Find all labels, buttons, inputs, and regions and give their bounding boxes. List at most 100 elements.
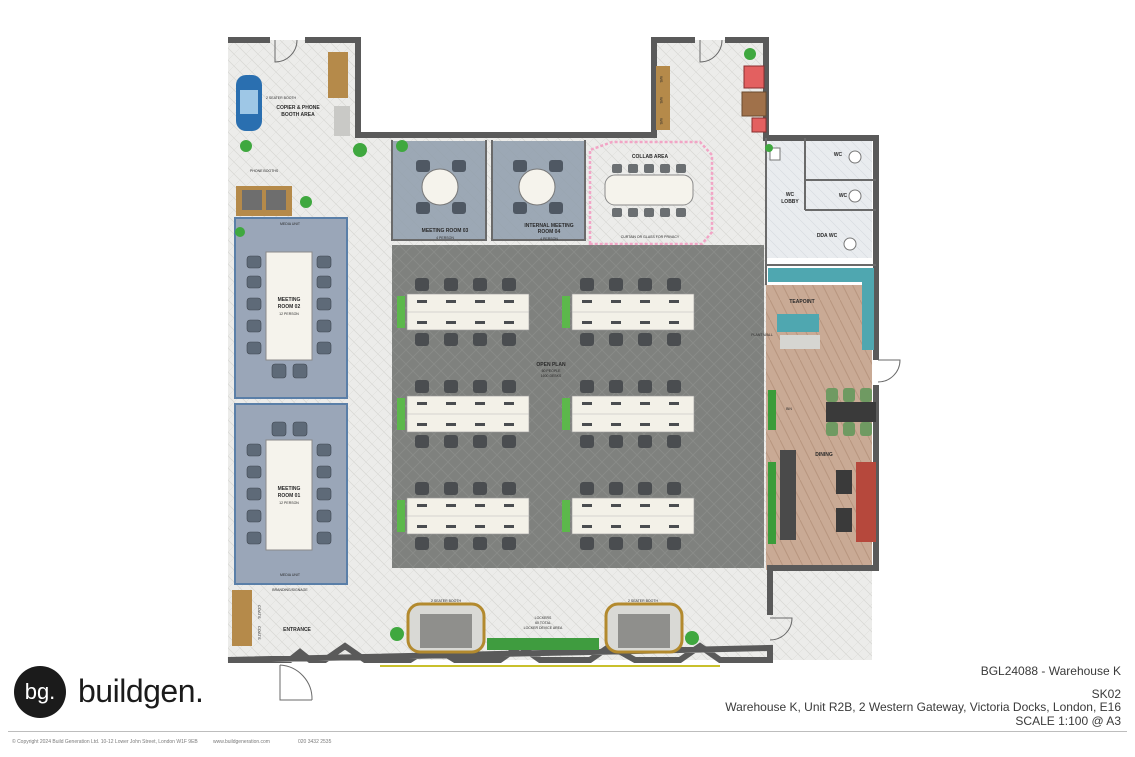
footer-phone: 020 3432 2535 bbox=[298, 739, 332, 745]
label-media-unit-2: MEDIA UNIT bbox=[280, 573, 301, 577]
desk-chair bbox=[444, 482, 458, 495]
desk-planter bbox=[562, 500, 570, 532]
desk-chair bbox=[638, 537, 652, 550]
desk-chair bbox=[580, 537, 594, 550]
desk-chair bbox=[638, 278, 652, 291]
sheet-number: SK02 bbox=[1091, 687, 1121, 701]
desk-monitor bbox=[640, 402, 650, 405]
desk-monitor bbox=[611, 402, 621, 405]
desk-chair bbox=[444, 380, 458, 393]
label-dda-wc: DDA WC bbox=[817, 233, 838, 239]
desk-monitor bbox=[669, 423, 679, 426]
desk-monitor bbox=[417, 423, 427, 426]
desk-chair bbox=[415, 482, 429, 495]
drawing-scale: SCALE 1:100 @ A3 bbox=[1015, 714, 1121, 728]
desk-monitor bbox=[475, 402, 485, 405]
desk-monitor bbox=[417, 321, 427, 324]
desk-chair bbox=[638, 380, 652, 393]
desk-monitor bbox=[504, 525, 514, 528]
label-mr02: MEETING bbox=[278, 297, 301, 303]
desk-monitor bbox=[475, 423, 485, 426]
label-collab: COLLAB AREA bbox=[632, 154, 669, 160]
desk-monitor bbox=[504, 300, 514, 303]
footer-copyright: © Copyright 2024 Build Generation Ltd. 1… bbox=[12, 739, 198, 745]
desk-chair bbox=[502, 333, 516, 346]
meeting-room-04 bbox=[493, 141, 584, 239]
label-wc-lobby-2: LOBBY bbox=[781, 199, 799, 205]
desk-monitor bbox=[446, 504, 456, 507]
footer-website: www.buildgeneration.com bbox=[213, 739, 270, 745]
desk-monitor bbox=[582, 402, 592, 405]
desk-monitor bbox=[417, 525, 427, 528]
label-collab-note: CURTAIN OR GLASS FOR PRIVACY bbox=[621, 235, 680, 239]
desk-chair bbox=[609, 380, 623, 393]
desk-chair bbox=[473, 380, 487, 393]
desk-monitor bbox=[611, 525, 621, 528]
storage-crates bbox=[741, 65, 767, 133]
label-media-unit: MEDIA UNIT bbox=[280, 222, 301, 226]
desk-chair bbox=[667, 537, 681, 550]
label-open-plan: OPEN PLAN bbox=[536, 362, 566, 368]
desk-monitor bbox=[669, 300, 679, 303]
desk-monitor bbox=[475, 525, 485, 528]
label-copier: COPIER & PHONE bbox=[276, 105, 320, 111]
label-mr02-b: ROOM 02 bbox=[278, 304, 301, 310]
label-mr04-cap: 4 PERSON bbox=[540, 237, 558, 241]
desk-planter bbox=[397, 398, 405, 430]
project-title: BGL24088 - Warehouse K bbox=[980, 664, 1121, 678]
desk-chair bbox=[502, 537, 516, 550]
label-copier-2: BOOTH AREA bbox=[281, 112, 315, 118]
desk-chair bbox=[415, 278, 429, 291]
label-open-plan-note: 1600 DESKS bbox=[541, 374, 562, 378]
label-lockers-2: 60 TOTAL bbox=[535, 621, 551, 625]
desk-monitor bbox=[582, 423, 592, 426]
desk-chair bbox=[502, 435, 516, 448]
desk-chair bbox=[473, 435, 487, 448]
wc-block bbox=[769, 147, 862, 251]
label-mr03-cap: 4 PERSON bbox=[436, 236, 454, 240]
logo-mark: bg. bbox=[14, 666, 66, 718]
desk-chair bbox=[638, 482, 652, 495]
desk-monitor bbox=[582, 300, 592, 303]
label-mr01-cap: 12 PERSON bbox=[279, 501, 299, 505]
desk-chair bbox=[667, 333, 681, 346]
desk-planter bbox=[562, 296, 570, 328]
desk-chair bbox=[667, 380, 681, 393]
desk-monitor bbox=[446, 300, 456, 303]
desk-monitor bbox=[582, 525, 592, 528]
desk-monitor bbox=[611, 321, 621, 324]
desk-chair bbox=[667, 435, 681, 448]
label-coats-2: COATS bbox=[257, 626, 262, 640]
desk-monitor bbox=[640, 300, 650, 303]
label-mr04-b: ROOM 04 bbox=[538, 229, 561, 235]
desk-monitor bbox=[669, 402, 679, 405]
meeting-room-03 bbox=[393, 141, 485, 239]
desk-chair bbox=[580, 380, 594, 393]
desk-chair bbox=[415, 435, 429, 448]
interior-walls bbox=[391, 138, 876, 285]
lockers bbox=[487, 638, 599, 650]
label-ws-3: WS bbox=[659, 118, 664, 125]
phone-booths bbox=[236, 186, 292, 216]
desk-chair bbox=[638, 435, 652, 448]
desk-monitor bbox=[611, 423, 621, 426]
label-lockers: LOCKERS bbox=[535, 616, 552, 620]
desk-chair bbox=[415, 380, 429, 393]
desk-monitor bbox=[640, 321, 650, 324]
desk-monitor bbox=[446, 525, 456, 528]
label-plant-wall: PLANT WALL bbox=[751, 333, 773, 337]
desk-monitor bbox=[504, 423, 514, 426]
desk-chair bbox=[502, 380, 516, 393]
desk-monitor bbox=[611, 300, 621, 303]
desk-chair bbox=[667, 482, 681, 495]
desk-chair bbox=[444, 333, 458, 346]
label-wc-1: WC bbox=[834, 152, 843, 158]
label-wc-2: WC bbox=[839, 193, 848, 199]
desk-chair bbox=[609, 537, 623, 550]
plants bbox=[235, 48, 773, 645]
desk-chair bbox=[609, 333, 623, 346]
label-entrance: ENTRANCE bbox=[283, 627, 311, 633]
logo-wordmark: buildgen. bbox=[78, 673, 204, 709]
label-wc-lobby: WC bbox=[786, 192, 795, 198]
desk-monitor bbox=[669, 504, 679, 507]
